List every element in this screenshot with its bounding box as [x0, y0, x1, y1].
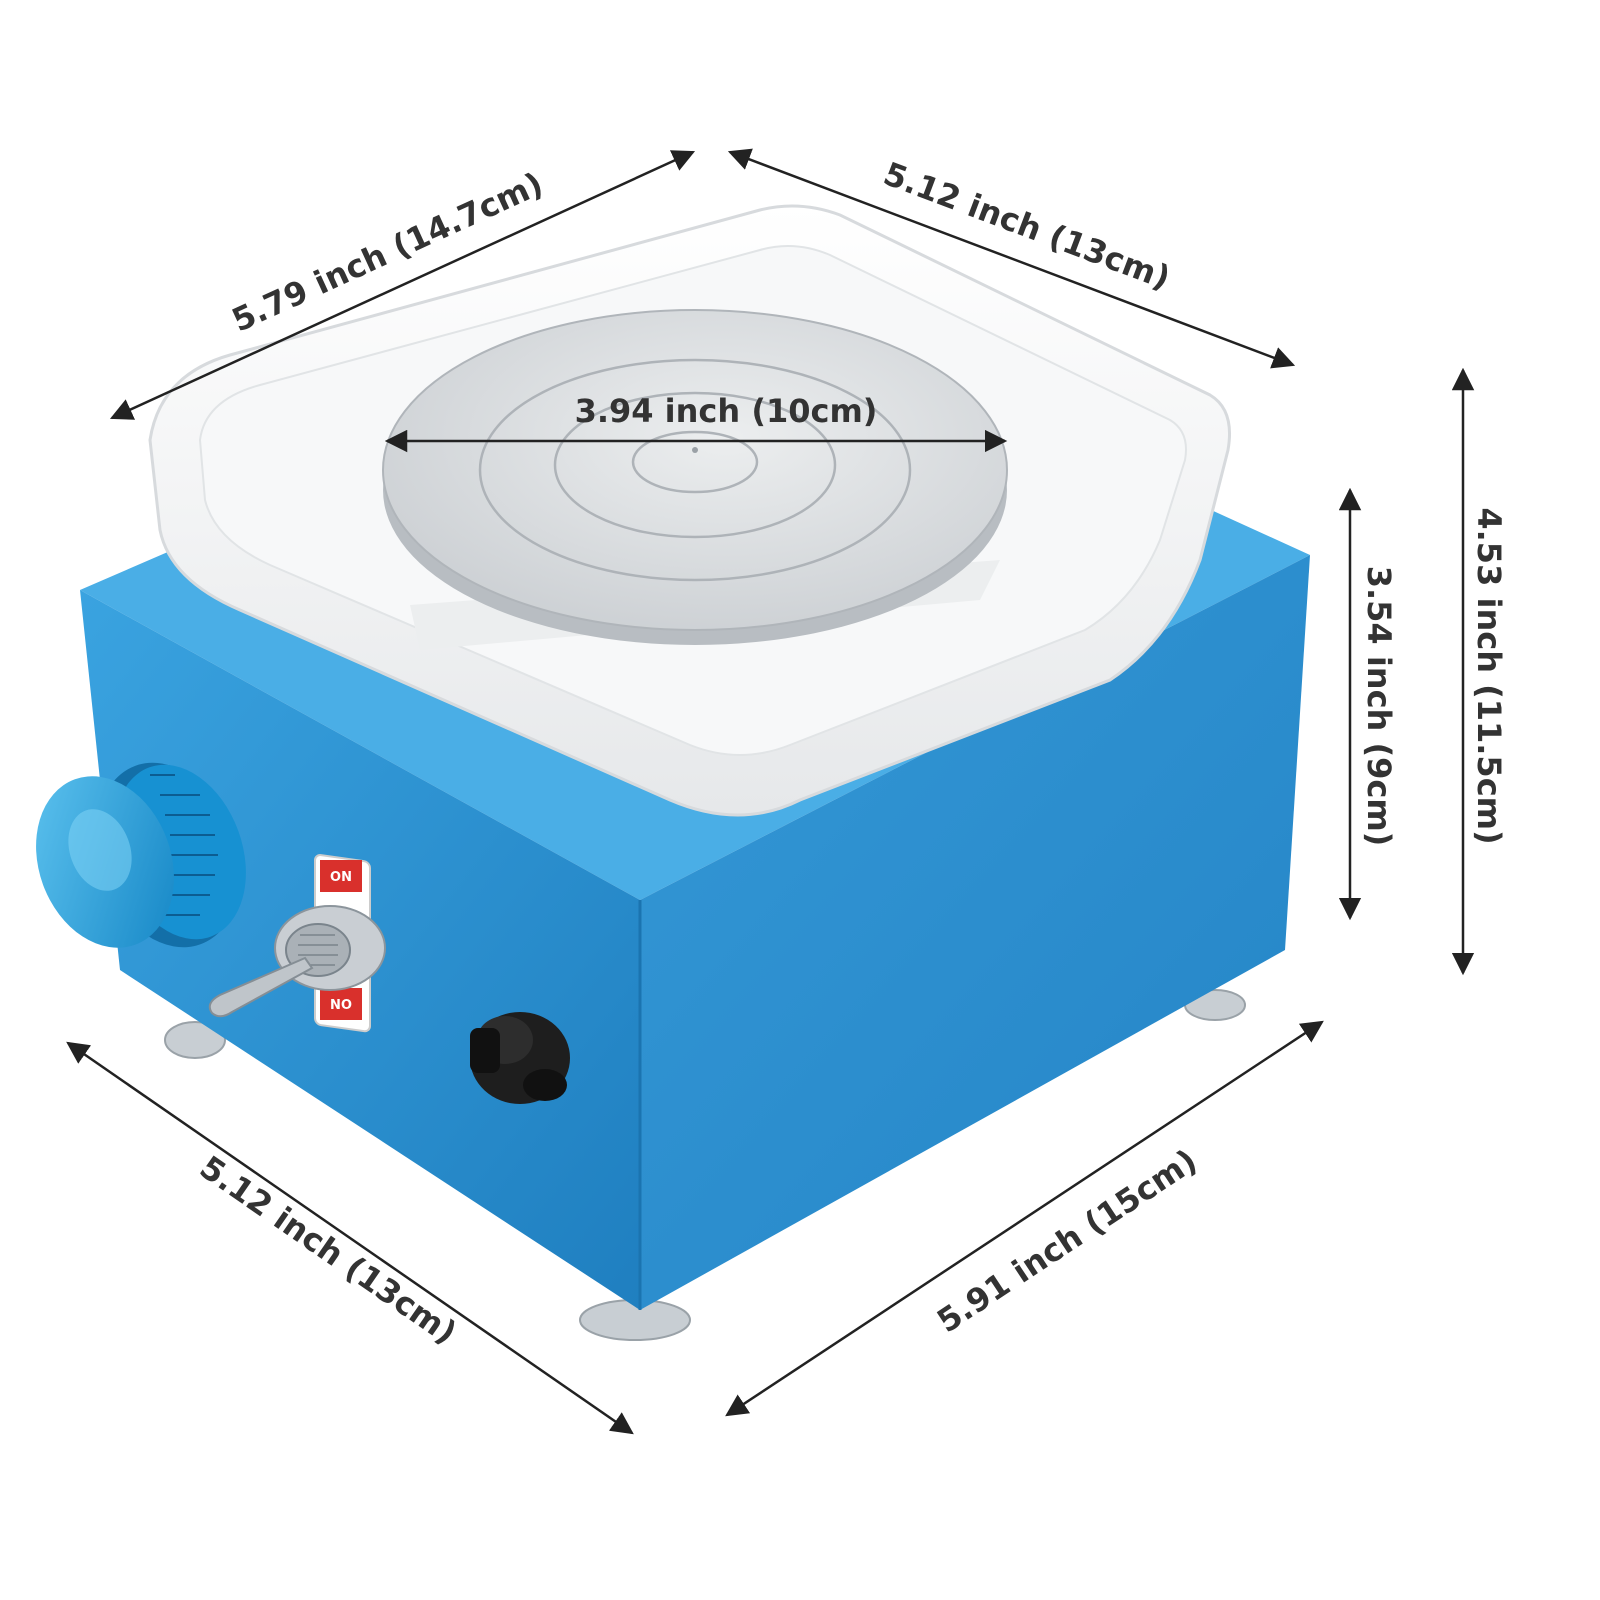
switch-on-top-label: ON — [330, 870, 352, 885]
dim-line-bottom-right — [725, 1020, 1324, 1417]
dimension-lines — [66, 148, 1475, 1435]
wheel-head — [382, 309, 1008, 645]
label-total-height: 4.53 inch (11.5cm) — [1470, 507, 1508, 844]
label-bottom-right: 5.91 inch (15cm) — [930, 1141, 1203, 1340]
speed-knob-icon[interactable] — [13, 742, 269, 967]
label-body-height: 3.54 inch (9cm) — [1360, 566, 1398, 847]
dim-line-bottom-left — [66, 1041, 634, 1435]
dim-line-top-right — [727, 148, 1296, 369]
power-socket-icon[interactable] — [470, 1012, 570, 1104]
label-wheel-diameter: 3.94 inch (10cm) — [575, 392, 878, 430]
toggle-switch-icon[interactable]: ON ON — [208, 854, 386, 1033]
dim-line-top-left — [109, 150, 696, 420]
switch-on-bottom-label: ON — [330, 995, 352, 1010]
label-bottom-left: 5.12 inch (13cm) — [193, 1148, 464, 1352]
